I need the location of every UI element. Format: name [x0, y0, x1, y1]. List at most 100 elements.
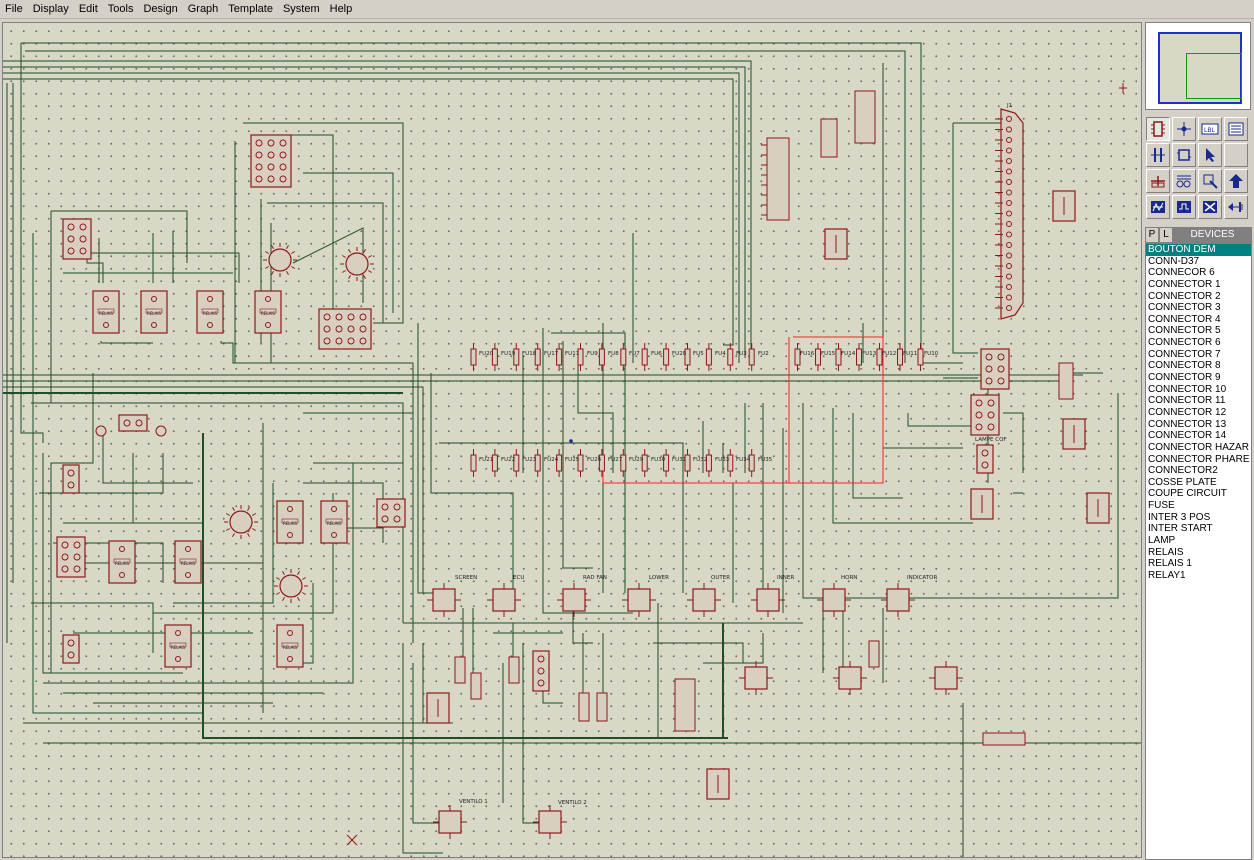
d37-pin [1006, 242, 1012, 248]
device-list-item[interactable]: CONNECOR 6 [1148, 267, 1215, 279]
device-list-item[interactable]: COSSE PLATE [1148, 476, 1217, 488]
device-list-item[interactable]: CONNECTOR 7 [1148, 348, 1221, 360]
device-list-item[interactable]: FUSE [1148, 500, 1175, 512]
device-pin-icon[interactable] [1172, 169, 1196, 193]
menu-graph[interactable]: Graph [187, 2, 219, 15]
component-pin [226, 528, 230, 531]
device-list-item[interactable]: CONNECTOR 2 [1148, 290, 1221, 302]
device-list-item[interactable]: CONNECTOR2 [1148, 465, 1218, 477]
wire [882, 393, 963, 449]
wire [100, 341, 153, 344]
terminal-icon[interactable] [1146, 169, 1170, 193]
component-label: SCREEN [455, 575, 477, 581]
bus-icon[interactable] [1146, 143, 1170, 167]
fuse-body [705, 348, 712, 366]
d37-pin [1006, 189, 1012, 196]
menu-tools[interactable]: Tools [107, 2, 134, 15]
device-list-item[interactable]: CONNECTOR 11 [1148, 395, 1226, 407]
device-list-item[interactable]: CONNECTOR PHARE [1148, 453, 1250, 465]
device-list-item[interactable]: CONNECTOR 6 [1148, 337, 1221, 349]
tab-pick[interactable]: P [1145, 227, 1159, 243]
connector-strip [674, 678, 696, 732]
component-label: FU34 [736, 457, 751, 463]
device-list-item[interactable]: CONNECTOR 10 [1148, 383, 1227, 395]
connector-pin [381, 503, 389, 511]
blank-tool-icon[interactable] [1224, 143, 1248, 167]
device-list-item[interactable]: INTER 3 POS [1148, 511, 1211, 523]
terminal [95, 425, 107, 437]
wire [653, 642, 744, 663]
relay-terminal [119, 572, 125, 578]
menu-help[interactable]: Help [329, 2, 353, 15]
menu-design[interactable]: Design [143, 2, 178, 15]
device-list-item[interactable]: CONNECTOR HAZAR [1148, 441, 1249, 453]
connector-pin [135, 419, 143, 427]
wires-layer [3, 42, 1141, 857]
connector-strip [854, 90, 876, 144]
script-icon[interactable] [1224, 117, 1248, 141]
connector-strip [766, 137, 790, 221]
device-list-item[interactable]: CONNECTOR 3 [1148, 302, 1221, 314]
device-list-item[interactable]: RELAIS 1 [1148, 558, 1192, 570]
device-list-item[interactable]: BOUTON DEM [1146, 244, 1251, 256]
component-mode-icon[interactable] [1146, 117, 1170, 141]
component-pin [291, 251, 295, 254]
connector-pin [279, 175, 287, 183]
wire-label-icon[interactable]: LBL [1198, 117, 1222, 141]
device-list-item[interactable]: CONNECTOR 8 [1148, 360, 1221, 372]
tape-icon[interactable] [1198, 195, 1222, 219]
overview-window[interactable] [1145, 22, 1251, 110]
tab-library[interactable]: L [1159, 227, 1173, 243]
menu-template[interactable]: Template [228, 2, 273, 15]
device-list-item[interactable]: CONNECTOR 5 [1148, 325, 1221, 337]
device-list-item[interactable]: CONNECTOR 4 [1148, 313, 1221, 325]
wire [852, 413, 903, 499]
connector-pin [323, 337, 331, 345]
device-list-item[interactable]: CONNECTOR 1 [1148, 278, 1221, 290]
menu-edit[interactable]: Edit [78, 2, 98, 15]
device-list-item[interactable]: INTER START [1148, 523, 1213, 535]
d37-pin [1006, 168, 1012, 175]
device-list-item[interactable]: CONNECTOR 14 [1148, 430, 1227, 442]
connector-pin [347, 325, 355, 333]
menu-display[interactable]: Display [32, 2, 69, 15]
device-list-item[interactable]: CONN-D37 [1148, 255, 1200, 267]
component-label: FU22 [501, 457, 515, 463]
component-label: RELAIS [203, 311, 218, 316]
device-list-item[interactable]: LAMP [1148, 535, 1176, 547]
overview-viewport[interactable] [1186, 53, 1242, 99]
menu-system[interactable]: System [282, 2, 320, 15]
probe-icon[interactable] [1198, 169, 1222, 193]
resistor [596, 692, 608, 722]
device-list-item[interactable]: CONNECTOR 9 [1148, 372, 1221, 384]
terminal [155, 425, 167, 437]
component-pin [348, 249, 351, 253]
device-list-item[interactable]: COUPE CIRCUIT [1148, 488, 1227, 500]
component-label: FU8 [608, 351, 619, 357]
device-list-item[interactable]: RELAIS [1148, 546, 1184, 558]
junction-dot-icon[interactable] [1172, 117, 1196, 141]
menu-file[interactable]: File [5, 2, 23, 15]
graph-mode-icon[interactable] [1224, 195, 1248, 219]
component-label: RELAIS [171, 645, 186, 650]
connector-pin [79, 223, 87, 231]
relay-coil [145, 308, 163, 314]
selection-arrow-icon[interactable] [1198, 143, 1222, 167]
component-label: FU16 [800, 351, 815, 357]
device-list-item[interactable]: RELAY1 [1148, 569, 1186, 581]
overview-thumbnail[interactable] [1158, 32, 1242, 104]
subcircuit-icon[interactable] [1172, 143, 1196, 167]
generator-icon[interactable] [1172, 195, 1196, 219]
connector-pin [255, 175, 263, 183]
relay-terminal [207, 322, 213, 328]
up-arrow-icon[interactable] [1224, 169, 1248, 193]
device-list-item[interactable]: CONNECTOR 13 [1148, 418, 1227, 430]
device-list-item[interactable]: CONNECTOR 12 [1148, 406, 1227, 418]
relay-coil [169, 642, 187, 648]
component-pin [247, 507, 250, 511]
virtual-instrument-icon[interactable] [1146, 195, 1170, 219]
tab-devices[interactable]: DEVICES [1173, 227, 1252, 243]
